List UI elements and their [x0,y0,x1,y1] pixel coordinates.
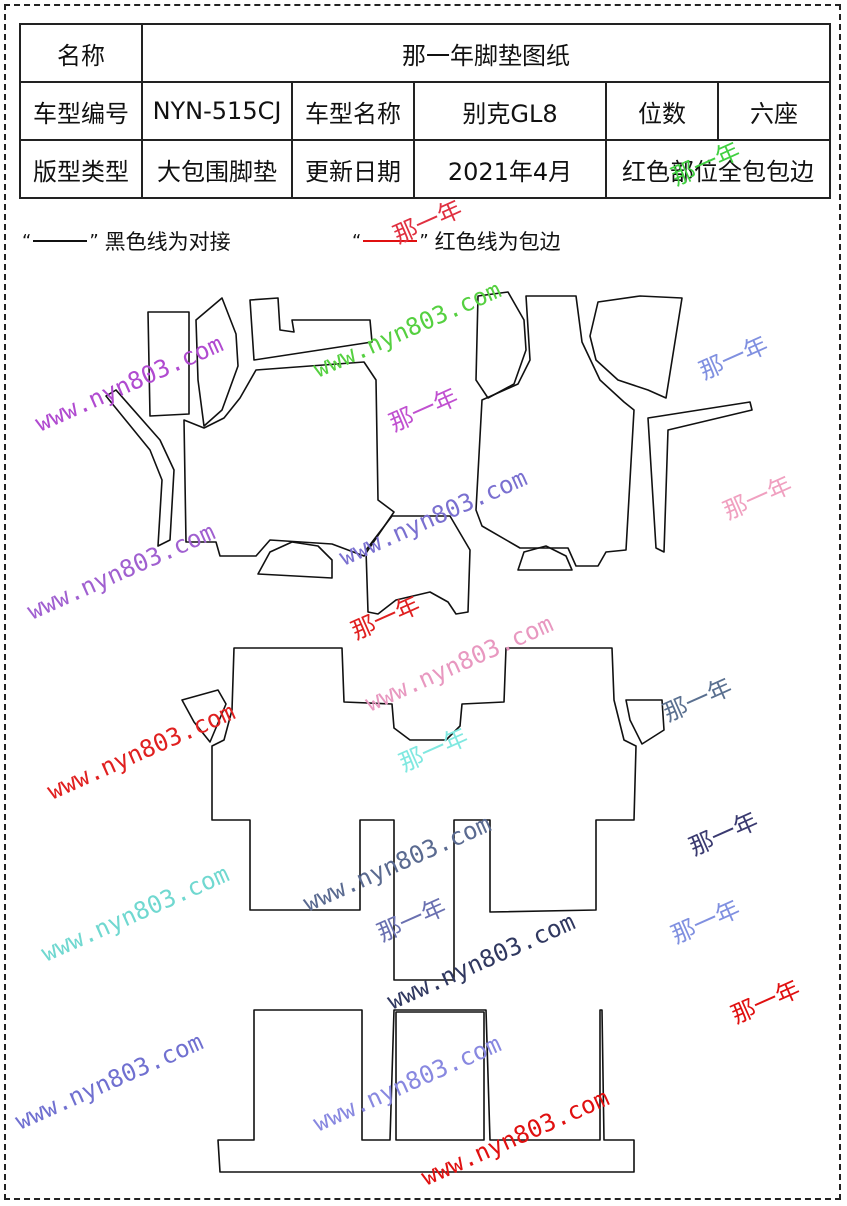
value-pattern-type: 大包围脚垫 [141,139,293,199]
third-row-inner-cut-piece [395,1011,485,1141]
watermark-brand: 那一年 [727,975,804,1030]
info-row-model: 车型编号 NYN-515CJ 车型名称 别克GL8 位数 六座 [19,81,831,141]
legend-black-line-sample [33,240,88,242]
label-name: 名称 [19,23,143,83]
watermark-url: www.nyn803.com [11,1028,207,1136]
front-center-tunnel-piece [365,515,471,615]
info-row-type: 版型类型 大包围脚垫 更新日期 2021年4月 红色部位全包包边 [19,139,831,199]
legend-close-quote: ” [419,230,429,252]
front-passenger-mat-piece [475,295,635,567]
page-dashed-border [4,4,841,1200]
label-pattern-type: 版型类型 [19,139,143,199]
watermark-url: www.nyn803.com [417,1084,613,1192]
watermark-brand: 那一年 [667,895,744,950]
second-row-right-wedge-piece [625,699,665,745]
second-row-pieces [181,647,665,981]
label-model-code: 车型编号 [19,81,143,141]
watermark-brand: 那一年 [385,383,462,438]
watermark-brand: 那一年 [685,807,762,862]
watermark-brand: 那一年 [389,195,466,250]
value-update-date: 2021年4月 [413,139,607,199]
legend-red: “ ” 红色线为包边 [352,226,561,256]
watermark-url: www.nyn803.com [309,1030,505,1138]
info-table: 名称 那一年脚垫图纸 车型编号 NYN-515CJ 车型名称 别克GL8 位数 … [19,23,831,199]
front-right-side-strip-piece [647,401,753,553]
label-update-date: 更新日期 [291,139,415,199]
line-legend: “ ” 黑色线为对接 “ ” 红色线为包边 [0,226,847,260]
watermark-url: www.nyn803.com [43,698,239,806]
front-right-heel-pad-piece [517,545,573,571]
legend-open-quote: “ [352,230,362,252]
watermark-brand: 那一年 [395,723,472,778]
watermark-brand: 那一年 [373,893,450,948]
watermark-brand: 那一年 [667,137,744,192]
legend-open-quote: “ [22,230,32,252]
front-left-pillar-piece [195,297,239,427]
front-right-pillar-piece [475,291,527,399]
second-row-left-wedge-piece [181,689,227,743]
front-left-heel-pad-piece [257,541,333,579]
front-left-strip-piece [147,311,190,417]
legend-black-text: 黑色线为对接 [104,230,231,254]
front-left-top-bar-piece [249,297,373,361]
value-name: 那一年脚垫图纸 [141,23,831,83]
info-row-name: 名称 那一年脚垫图纸 [19,23,831,83]
watermark-url: www.nyn803.com [23,518,219,626]
value-edge-note: 红色部位全包包边 [605,139,831,199]
watermark-brand: 那一年 [347,591,424,646]
value-model-name: 别克GL8 [413,81,607,141]
third-row-pieces [217,1009,635,1173]
front-driver-mat-piece [183,361,395,557]
watermark-layer: www.nyn803.com www.nyn803.com www.nyn803… [11,137,804,1192]
value-model-code: NYN-515CJ [141,81,293,141]
legend-close-quote: ” [89,230,99,252]
label-model-name: 车型名称 [291,81,415,141]
second-row-main-mat-piece [211,647,637,981]
third-row-main-mat-piece [217,1009,635,1173]
watermark-brand: 那一年 [659,673,736,728]
label-seats: 位数 [605,81,719,141]
value-seats: 六座 [717,81,831,141]
watermark-url: www.nyn803.com [299,810,495,918]
front-row-pieces [105,291,753,615]
watermark-brand: 那一年 [719,471,796,526]
watermark-brand: 那一年 [695,331,772,386]
legend-red-text: 红色线为包边 [434,230,561,254]
front-left-side-strip-piece [105,389,175,547]
front-right-top-piece [589,295,683,399]
watermark-url: www.nyn803.com [37,860,233,968]
watermark-url: www.nyn803.com [335,464,531,572]
legend-black: “ ” 黑色线为对接 [22,226,231,256]
legend-red-line-sample [363,240,418,242]
